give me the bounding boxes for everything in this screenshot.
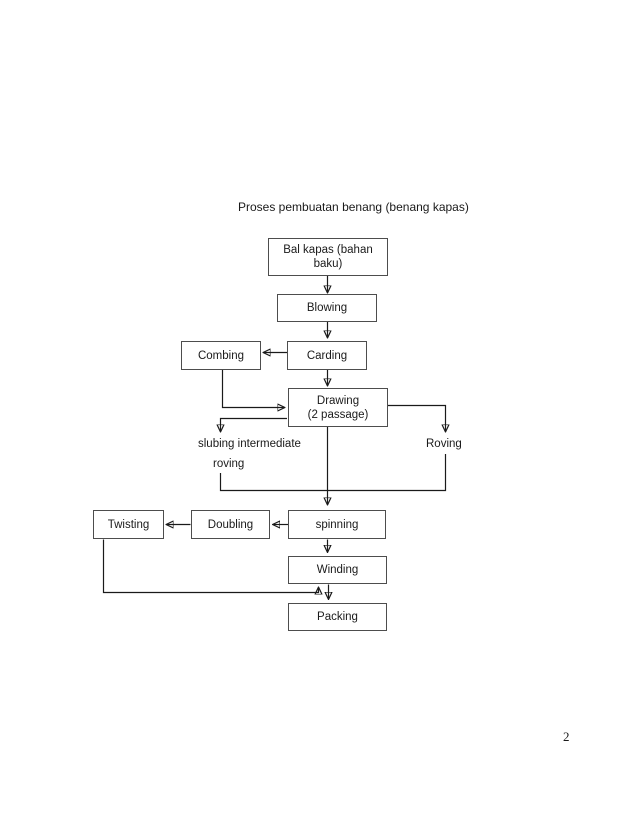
node-packing: Packing — [288, 603, 387, 631]
edge-drawing-to-slubing-roving — [221, 417, 287, 432]
edge-drawing-to-roving — [388, 404, 446, 432]
label-roving: Roving — [426, 438, 462, 450]
node-spinning: spinning — [288, 510, 386, 539]
label-slubing-intermediate: slubing intermediate — [198, 438, 301, 450]
node-drawing-label-line2: (2 passage) — [307, 408, 369, 421]
node-winding: Winding — [288, 556, 387, 584]
label-slubing-roving: roving — [213, 458, 245, 470]
node-bal-kapas-label-line1: Bal kapas (bahan — [283, 244, 373, 256]
node-winding-label: Winding — [316, 564, 359, 576]
node-combing: Combing — [181, 341, 261, 370]
node-blowing-label: Blowing — [306, 302, 348, 314]
node-twisting: Twisting — [93, 510, 164, 539]
node-bal-kapas-label-line2: baku) — [313, 258, 343, 270]
node-twisting-label: Twisting — [107, 518, 150, 531]
node-spinning-label: spinning — [315, 518, 359, 531]
edge-merge-roving-branches — [219, 454, 447, 492]
node-doubling: Doubling — [191, 510, 270, 539]
node-carding: Carding — [287, 341, 367, 370]
edge-combing-to-drawing — [221, 370, 285, 408]
edge-twisting-to-winding — [102, 539, 319, 593]
node-doubling-label: Doubling — [207, 518, 254, 531]
node-packing-label: Packing — [317, 611, 358, 623]
node-drawing: Drawing (2 passage) — [288, 388, 388, 427]
diagram-title: Proses pembuatan benang (benang kapas) — [238, 200, 469, 214]
node-carding-label: Carding — [306, 349, 348, 362]
node-drawing-label-line1: Drawing — [316, 394, 360, 407]
node-bal-kapas: Bal kapas (bahan baku) — [268, 238, 388, 276]
page-number: 2 — [563, 729, 570, 744]
node-blowing: Blowing — [277, 294, 377, 322]
node-combing-label: Combing — [197, 349, 245, 362]
